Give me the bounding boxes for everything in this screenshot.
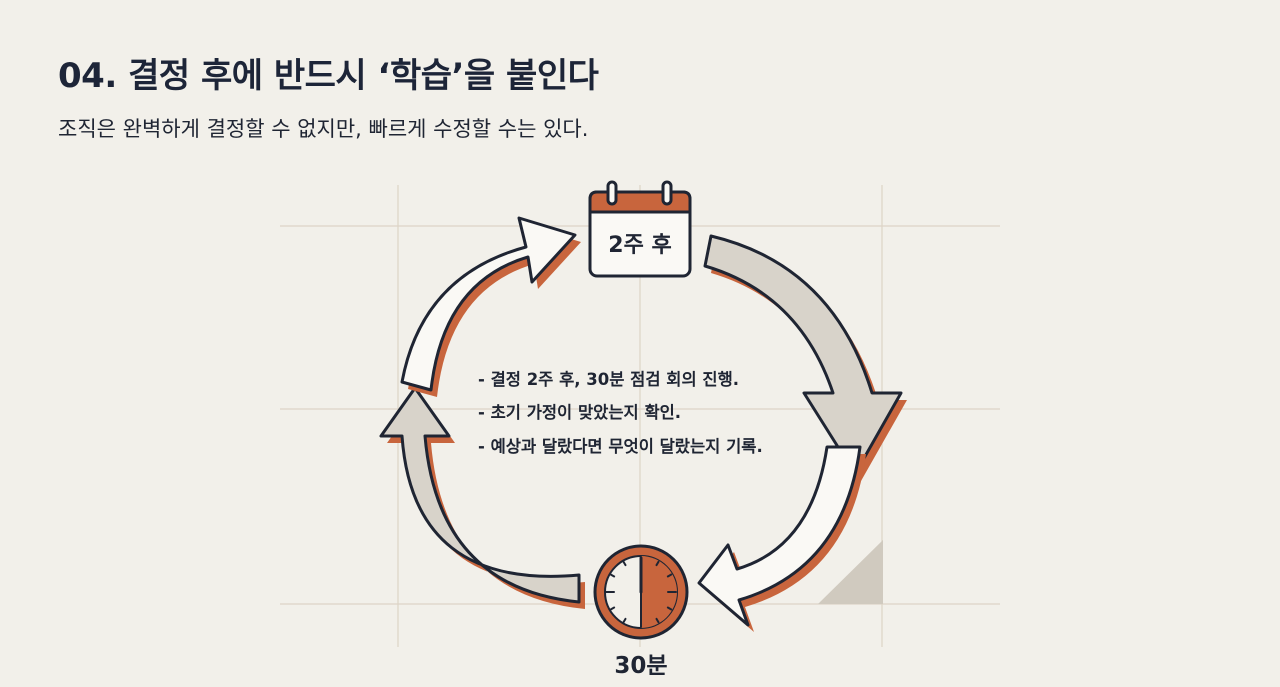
timer-progress (641, 556, 677, 628)
calendar-label: 2주 후 (608, 233, 671, 258)
clock-tick (655, 617, 660, 624)
clock-tick (609, 573, 616, 578)
bullet-line: - 예상과 달랐다면 무엇이 달랐는지 기록. (478, 436, 763, 456)
clock-icon: 30분 (593, 544, 689, 679)
cycle-bullets: - 결정 2주 후, 30분 점검 회의 진행. - 초기 가정이 맞았는지 확… (478, 369, 763, 456)
slide-title: 04. 결정 후에 반드시 ‘학습’을 붙인다 (58, 56, 599, 96)
cycle-arrow-bottom-right (697, 445, 866, 632)
clock-tick (655, 560, 660, 567)
page-fold-corner (818, 540, 883, 604)
clock-tick (666, 573, 673, 578)
bullet-line: - 초기 가정이 맞았는지 확인. (478, 403, 681, 422)
cycle-arrow-top-left (400, 216, 581, 397)
bullet-line: - 결정 2주 후, 30분 점검 회의 진행. (478, 369, 739, 389)
cycle-arrow-top-right (703, 234, 907, 481)
slide-subtitle: 조직은 완벽하게 결정할 수 없지만, 빠르게 수정할 수는 있다. (58, 117, 589, 141)
cycle-arrow-bottom-left (379, 386, 585, 609)
timer-label: 30분 (614, 653, 667, 679)
clock-tick (622, 617, 627, 624)
clock-tick (666, 606, 673, 611)
calendar-icon: 2주 후 (588, 180, 692, 278)
clock-tick (622, 560, 627, 567)
clock-tick (609, 606, 616, 611)
